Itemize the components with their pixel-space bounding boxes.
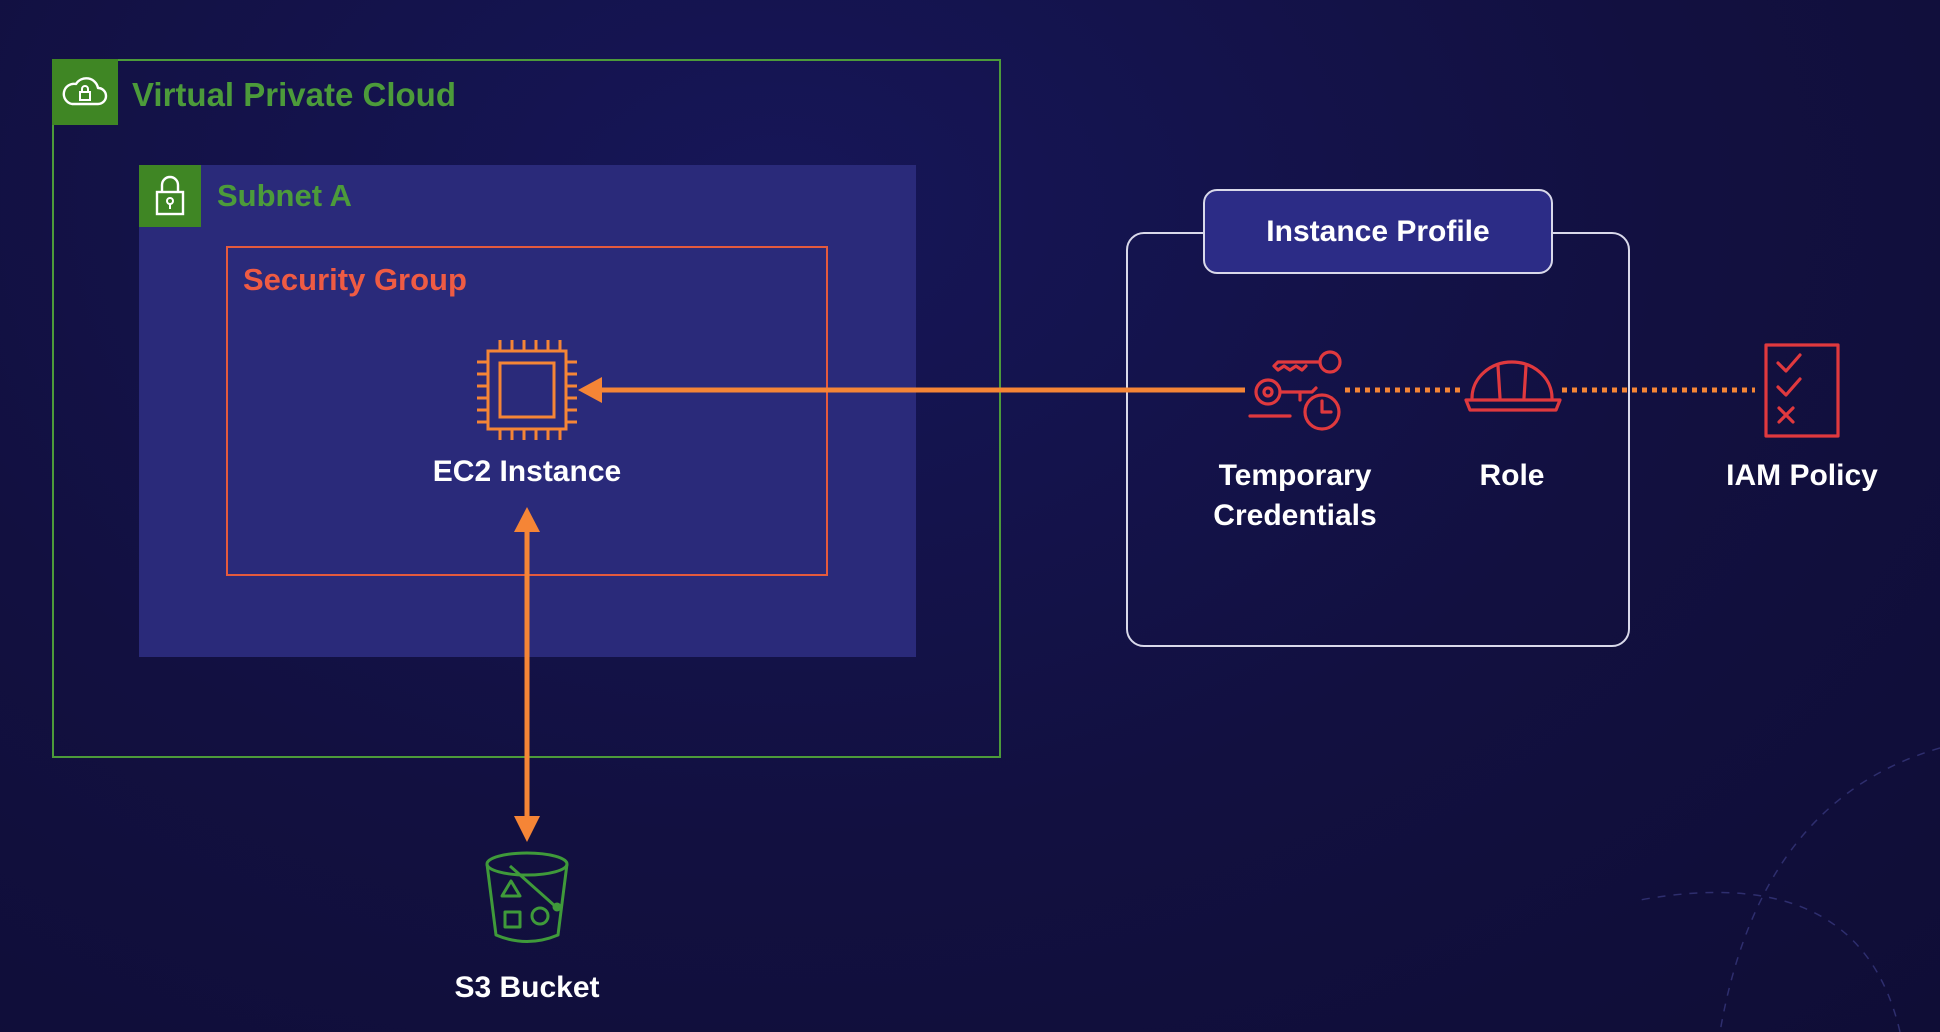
decorative-arc <box>1719 747 1940 1032</box>
temporary-credentials-line2: Credentials <box>1213 499 1377 532</box>
temporary-credentials-line1: Temporary <box>1218 459 1372 492</box>
security-group-title: Security Group <box>243 262 467 297</box>
subnet-tag <box>139 165 201 227</box>
padlock-icon <box>155 175 185 216</box>
temporary-credentials-label: Temporary Credentials <box>1170 456 1420 536</box>
instance-profile-title: Instance Profile <box>1266 214 1490 248</box>
checklist-icon <box>1764 343 1840 438</box>
ec2-s3-arrowhead-down <box>514 816 540 842</box>
credentials-to-ec2-arrowhead <box>578 377 602 403</box>
decorative-arc <box>1639 891 1901 1032</box>
vpc-tag <box>52 59 118 125</box>
vpc-title: Virtual Private Cloud <box>132 76 456 113</box>
cloud-lock-icon <box>62 77 108 106</box>
bucket-icon <box>485 851 569 943</box>
instance-profile-header: Instance Profile <box>1203 189 1553 274</box>
role-label: Role <box>1479 459 1545 492</box>
iam-policy-label: IAM Policy <box>1726 459 1878 492</box>
hard-hat-icon <box>1464 360 1562 412</box>
keys-clock-icon <box>1248 350 1342 431</box>
ec2-label: EC2 Instance <box>432 455 622 488</box>
chip-icon <box>477 340 577 440</box>
subnet-title: Subnet A <box>217 178 352 213</box>
ec2-s3-arrowhead-up <box>514 507 540 532</box>
s3-label: S3 Bucket <box>454 971 600 1004</box>
